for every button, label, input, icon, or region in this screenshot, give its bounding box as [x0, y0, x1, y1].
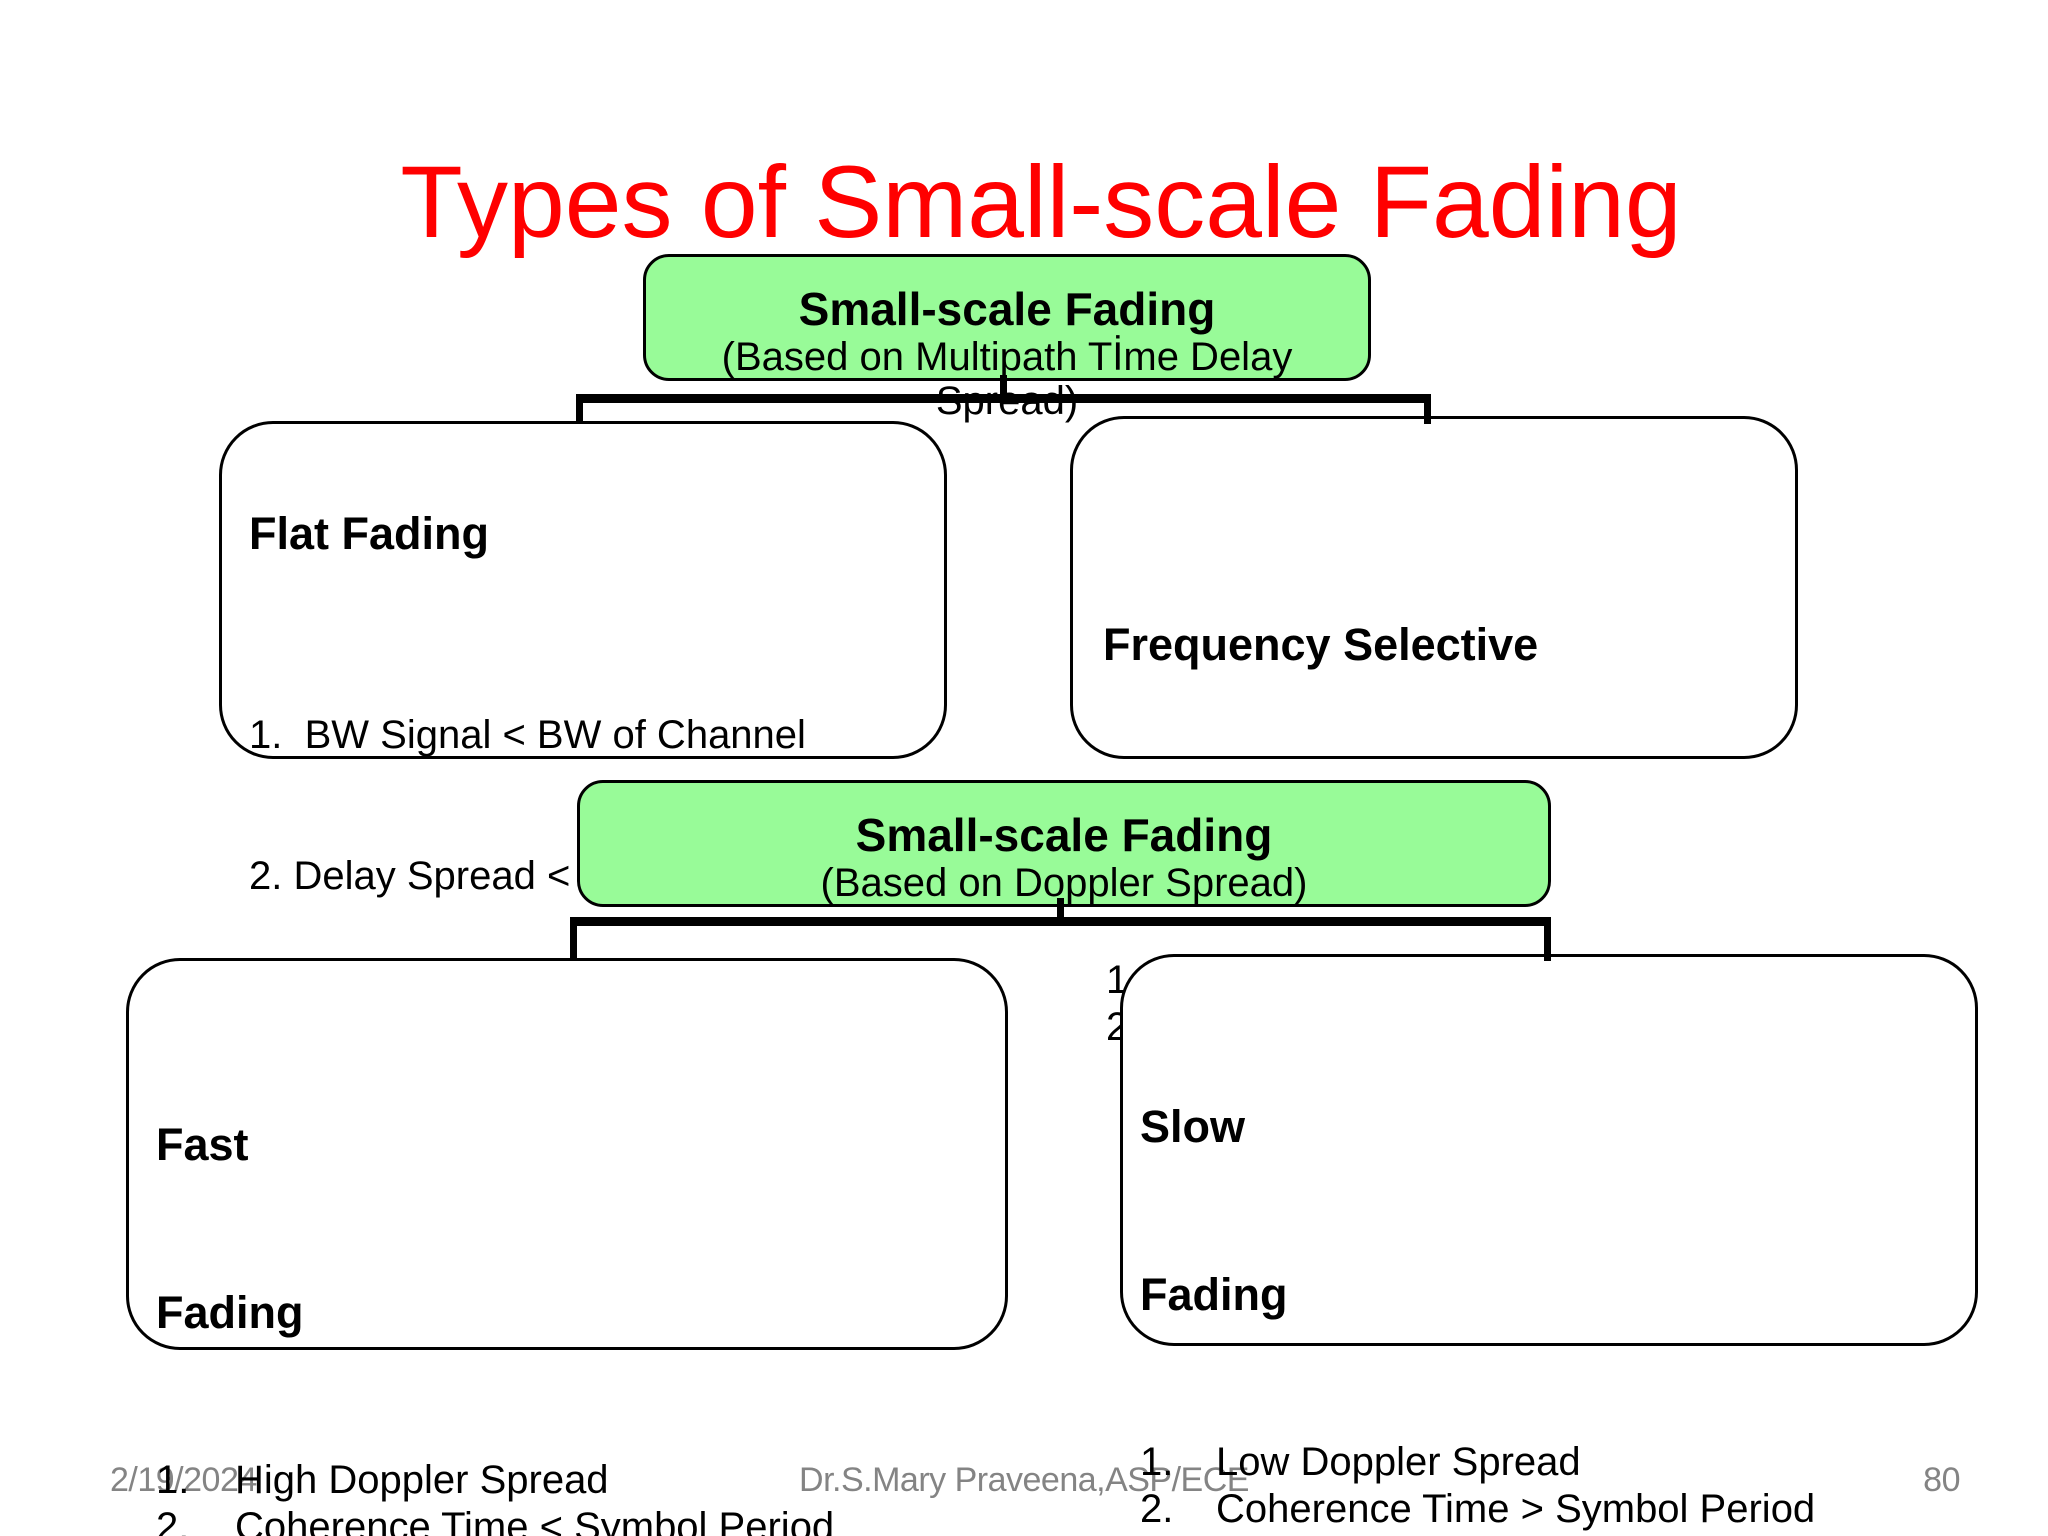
- footer-author: Dr.S.Mary Praveena,ASP/ECE: [799, 1461, 1249, 1499]
- slow-fading-list: 1. Low Doppler Spread 2. Coherence Time …: [1123, 1439, 1975, 1536]
- root-node-title: Small-scale Fading: [798, 283, 1216, 335]
- slow-fading-title: Slow Fading: [1140, 987, 1975, 1435]
- list-item: 1. High Doppler Spread: [129, 1457, 1005, 1504]
- page-title: Types of Small-scale Fading: [400, 145, 1682, 259]
- frequency-selective-title-line: Frequency Selective: [1103, 619, 1539, 670]
- list-item-text: Low Doppler Spread: [1216, 1440, 1581, 1484]
- footer-date: 2/19/2024: [110, 1461, 257, 1499]
- fast-fading-title: Fast Fading: [156, 1005, 1005, 1453]
- root-node-doppler: Small-scale Fading (Based on Doppler Spr…: [577, 780, 1551, 907]
- connector-drop-left-multipath: [576, 398, 583, 424]
- root-node-subtitle-line: (Based on Doppler Spread): [820, 861, 1308, 905]
- root-node-multipath: Small-scale Fading (Based on Multipath T…: [643, 254, 1371, 423]
- slow-fading-title-line: Slow: [1140, 1101, 1246, 1152]
- list-item-text: High Doppler Spread: [235, 1458, 609, 1502]
- connector-stub-doppler: [1057, 898, 1064, 921]
- flat-fading-title: Flat Fading: [249, 508, 489, 559]
- footer-page-number: 80: [1923, 1461, 1960, 1499]
- fast-fading-list: 1. High Doppler Spread 2. Coherence Time…: [129, 1457, 1005, 1536]
- root-node-subtitle-line: (Based on Multipath Tİme Delay: [721, 335, 1293, 379]
- list-item: 1. Low Doppler Spread: [1123, 1439, 1975, 1486]
- list-item-number: 2.: [1140, 1487, 1174, 1531]
- list-item-text: Coherence Time > Symbol Period: [1216, 1487, 1816, 1531]
- connector-drop-right-doppler: [1544, 921, 1551, 961]
- flat-fading-line: 1. BW Signal < BW of Channel: [249, 713, 806, 757]
- slow-fading-title-line: Fading: [1140, 1269, 1288, 1320]
- fast-fading-box: Fast Fading 1. High Doppler Spread 2. Co…: [126, 958, 1008, 1536]
- connector-drop-left-doppler: [570, 921, 577, 961]
- list-item-number: 3.: [1140, 1533, 1216, 1536]
- flat-fading-box: Flat Fading 1. BW Signal < BW of Channel…: [219, 421, 947, 1039]
- slow-fading-box: Slow Fading 1. Low Doppler Spread 2. Coh…: [1120, 954, 1978, 1536]
- fast-fading-title-line: Fading: [156, 1287, 304, 1338]
- root-node-title: Small-scale Fading: [855, 809, 1273, 861]
- connector-stub-multipath: [1000, 375, 1007, 397]
- list-item: 3. Channel variations smaller than baseb…: [1123, 1533, 1975, 1536]
- connector-rail-multipath: [576, 394, 1431, 403]
- connector-rail-doppler: [570, 917, 1551, 926]
- frequency-selective-fading-box: Frequency Selective Fading 1. BW Signal …: [1070, 416, 1798, 1284]
- fast-fading-title-line: Fast: [156, 1119, 249, 1170]
- list-item-number: 1.: [1140, 1440, 1174, 1484]
- list-item-number: 1.: [156, 1458, 190, 1502]
- list-item: 2. Coherence Time > Symbol Period: [1123, 1486, 1975, 1533]
- list-item-number: 2.: [156, 1505, 190, 1536]
- connector-drop-right-multipath: [1424, 398, 1431, 424]
- list-item: 2. Coherence Time < Symbol Period: [129, 1504, 1005, 1536]
- list-item-text: Coherence Time < Symbol Period: [235, 1505, 835, 1536]
